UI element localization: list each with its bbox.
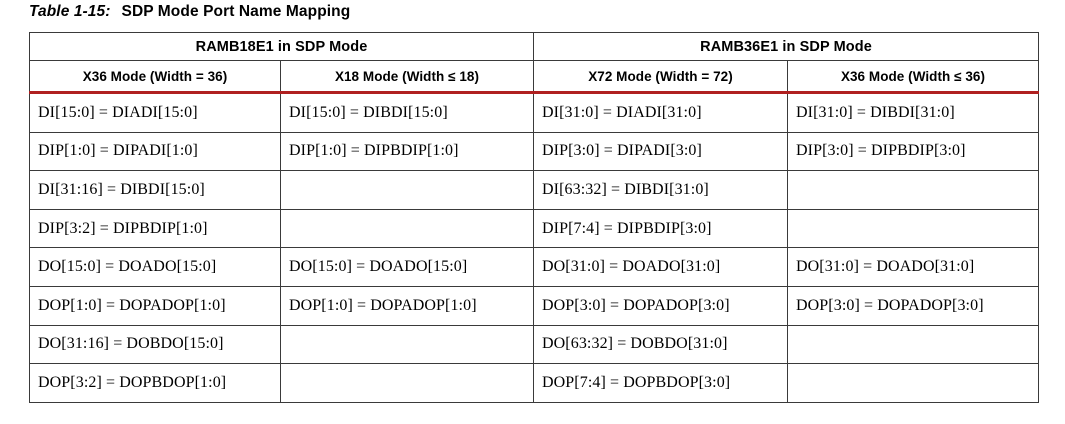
table-row: DI[15:0] = DIADI[15:0] DI[15:0] = DIBDI[…	[29, 92, 1039, 133]
table-caption: Table 1-15: SDP Mode Port Name Mapping	[29, 1, 350, 23]
cell-r4c3: DIP[7:4] = DIPBDIP[3:0]	[533, 208, 788, 249]
cell-r6c2: DOP[1:0] = DOPADOP[1:0]	[280, 286, 534, 326]
cell-r2c2: DIP[1:0] = DIPBDIP[1:0]	[280, 131, 534, 172]
cell-r6c4: DOP[3:0] = DOPADOP[3:0]	[787, 286, 1039, 326]
cell-r8c2	[280, 363, 534, 403]
group-header-row: RAMB18E1 in SDP Mode RAMB36E1 in SDP Mod…	[29, 32, 1039, 61]
cell-r1c3: DI[31:0] = DIADI[31:0]	[533, 92, 788, 133]
table-caption-label: Table 1-15:	[29, 3, 111, 20]
cell-r8c1: DOP[3:2] = DOPBDOP[1:0]	[29, 363, 281, 403]
column-header-row: X36 Mode (Width = 36) X18 Mode (Width ≤ …	[29, 60, 1039, 94]
cell-r4c2	[280, 208, 534, 249]
cell-r3c3: DI[63:32] = DIBDI[31:0]	[533, 170, 788, 210]
cell-r7c4	[787, 324, 1039, 365]
table-caption-title: SDP Mode Port Name Mapping	[121, 3, 351, 20]
table-head: RAMB18E1 in SDP Mode RAMB36E1 in SDP Mod…	[29, 32, 1039, 94]
column-header-x36-ramb36e1: X36 Mode (Width ≤ 36)	[787, 60, 1039, 94]
cell-r2c3: DIP[3:0] = DIPADI[3:0]	[533, 131, 788, 172]
cell-r8c4	[787, 363, 1039, 403]
group-header-ramb18e1: RAMB18E1 in SDP Mode	[29, 32, 534, 61]
table-row: DI[31:16] = DIBDI[15:0] DI[63:32] = DIBD…	[29, 170, 1039, 210]
cell-r6c3: DOP[3:0] = DOPADOP[3:0]	[533, 286, 788, 326]
table-body: DI[15:0] = DIADI[15:0] DI[15:0] = DIBDI[…	[29, 92, 1039, 403]
cell-r7c1: DO[31:16] = DOBDO[15:0]	[29, 324, 281, 365]
cell-r5c4: DO[31:0] = DOADO[31:0]	[787, 247, 1039, 288]
cell-r3c4	[787, 170, 1039, 210]
cell-r3c2	[280, 170, 534, 210]
table-row: DIP[3:2] = DIPBDIP[1:0] DIP[7:4] = DIPBD…	[29, 208, 1039, 249]
cell-r7c2	[280, 324, 534, 365]
sdp-mode-port-name-mapping-table: RAMB18E1 in SDP Mode RAMB36E1 in SDP Mod…	[29, 32, 1039, 403]
cell-r1c1: DI[15:0] = DIADI[15:0]	[29, 92, 281, 133]
table-row: DIP[1:0] = DIPADI[1:0] DIP[1:0] = DIPBDI…	[29, 131, 1039, 172]
table-row: DOP[3:2] = DOPBDOP[1:0] DOP[7:4] = DOPBD…	[29, 363, 1039, 403]
cell-r7c3: DO[63:32] = DOBDO[31:0]	[533, 324, 788, 365]
cell-r8c3: DOP[7:4] = DOPBDOP[3:0]	[533, 363, 788, 403]
table-row: DO[15:0] = DOADO[15:0] DO[15:0] = DOADO[…	[29, 247, 1039, 288]
cell-r4c4	[787, 208, 1039, 249]
cell-r4c1: DIP[3:2] = DIPBDIP[1:0]	[29, 208, 281, 249]
column-header-x36-ramb18e1: X36 Mode (Width = 36)	[29, 60, 281, 94]
cell-r5c2: DO[15:0] = DOADO[15:0]	[280, 247, 534, 288]
column-header-x72-ramb36e1: X72 Mode (Width = 72)	[533, 60, 788, 94]
cell-r2c1: DIP[1:0] = DIPADI[1:0]	[29, 131, 281, 172]
cell-r3c1: DI[31:16] = DIBDI[15:0]	[29, 170, 281, 210]
cell-r5c1: DO[15:0] = DOADO[15:0]	[29, 247, 281, 288]
table-row: DOP[1:0] = DOPADOP[1:0] DOP[1:0] = DOPAD…	[29, 286, 1039, 326]
cell-r5c3: DO[31:0] = DOADO[31:0]	[533, 247, 788, 288]
table-row: DO[31:16] = DOBDO[15:0] DO[63:32] = DOBD…	[29, 324, 1039, 365]
cell-r2c4: DIP[3:0] = DIPBDIP[3:0]	[787, 131, 1039, 172]
cell-r6c1: DOP[1:0] = DOPADOP[1:0]	[29, 286, 281, 326]
cell-r1c2: DI[15:0] = DIBDI[15:0]	[280, 92, 534, 133]
cell-r1c4: DI[31:0] = DIBDI[31:0]	[787, 92, 1039, 133]
table-container: RAMB18E1 in SDP Mode RAMB36E1 in SDP Mod…	[29, 32, 1039, 403]
group-header-ramb36e1: RAMB36E1 in SDP Mode	[533, 32, 1039, 61]
column-header-x18-ramb18e1: X18 Mode (Width ≤ 18)	[280, 60, 534, 94]
